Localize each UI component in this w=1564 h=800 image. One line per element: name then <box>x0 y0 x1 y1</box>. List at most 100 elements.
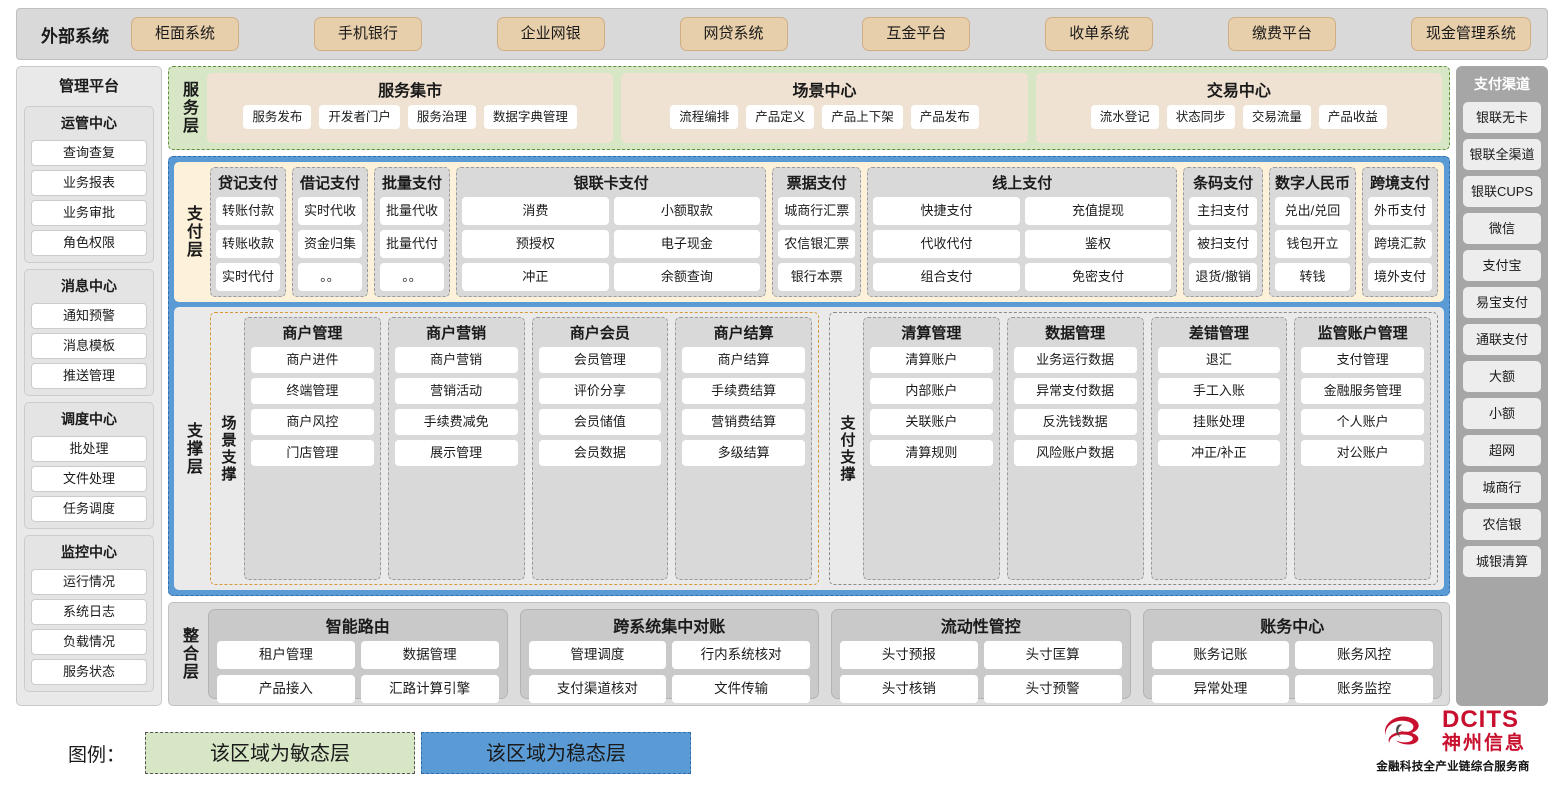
payment-cell[interactable]: 批量代付 <box>380 230 445 258</box>
integration-cell[interactable]: 账务监控 <box>1295 675 1433 703</box>
service-chip[interactable]: 服务发布 <box>243 105 312 129</box>
payment-cell[interactable]: 转钱 <box>1274 263 1350 291</box>
service-chip[interactable]: 流程编排 <box>670 105 739 129</box>
payment-cell[interactable]: 组合支付 <box>873 263 1020 291</box>
support-item[interactable]: 手续费结算 <box>682 378 805 404</box>
support-item[interactable]: 业务运行数据 <box>1013 347 1137 373</box>
payment-cell[interactable]: 电子现金 <box>613 230 761 258</box>
payment-cell[interactable]: 境外支付 <box>1367 263 1432 291</box>
payment-channel-item[interactable]: 农信银 <box>1463 509 1541 540</box>
management-item[interactable]: 通知预警 <box>31 303 147 329</box>
external-system-chip[interactable]: 网贷系统 <box>679 17 788 51</box>
support-item[interactable]: 评价分享 <box>538 378 662 404</box>
support-item[interactable]: 清算规则 <box>870 440 993 466</box>
payment-cell[interactable]: 冲正 <box>462 263 609 291</box>
service-chip[interactable]: 产品定义 <box>746 105 815 129</box>
service-chip[interactable]: 产品发布 <box>910 105 979 129</box>
support-item[interactable]: 营销费结算 <box>682 409 805 435</box>
integration-cell[interactable]: 产品接入 <box>217 675 355 703</box>
payment-cell[interactable]: 鉴权 <box>1024 230 1172 258</box>
external-system-chip[interactable]: 现金管理系统 <box>1410 17 1531 51</box>
support-item[interactable]: 清算账户 <box>870 347 993 373</box>
service-chip[interactable]: 状态同步 <box>1166 105 1235 129</box>
payment-channel-item[interactable]: 银联CUPS <box>1463 176 1541 207</box>
external-system-chip[interactable]: 手机银行 <box>313 17 422 51</box>
payment-cell[interactable]: 小额取款 <box>613 197 761 225</box>
support-item[interactable]: 会员储值 <box>538 409 662 435</box>
support-item[interactable]: 反洗钱数据 <box>1013 409 1137 435</box>
support-item[interactable]: 挂账处理 <box>1157 409 1281 435</box>
integration-cell[interactable]: 汇路计算引擎 <box>360 675 499 703</box>
payment-cell[interactable]: 主扫支付 <box>1189 197 1257 225</box>
service-chip[interactable]: 服务治理 <box>407 105 476 129</box>
external-system-chip[interactable]: 企业网银 <box>496 17 605 51</box>
payment-cell[interactable]: 被扫支付 <box>1189 230 1257 258</box>
support-item[interactable]: 手续费减免 <box>394 409 518 435</box>
support-item[interactable]: 支付管理 <box>1301 347 1424 373</box>
service-chip[interactable]: 开发者门户 <box>319 105 400 129</box>
payment-cell[interactable]: 兑出/兑回 <box>1274 197 1350 225</box>
external-system-chip[interactable]: 互金平台 <box>862 17 971 51</box>
integration-cell[interactable]: 数据管理 <box>360 641 499 669</box>
payment-cell[interactable]: 资金归集 <box>298 230 363 258</box>
support-item[interactable]: 风险账户数据 <box>1013 440 1137 466</box>
external-system-chip[interactable]: 收单系统 <box>1045 17 1154 51</box>
payment-channel-item[interactable]: 城商行 <box>1463 472 1541 503</box>
payment-cell[interactable]: 实时代收 <box>298 197 363 225</box>
support-item[interactable]: 商户进件 <box>251 347 374 373</box>
payment-cell[interactable]: 免密支付 <box>1024 263 1172 291</box>
integration-cell[interactable]: 管理调度 <box>528 641 667 669</box>
support-item[interactable]: 手工入账 <box>1157 378 1281 404</box>
payment-cell[interactable]: 外币支付 <box>1367 197 1432 225</box>
management-item[interactable]: 批处理 <box>31 436 147 462</box>
payment-cell[interactable]: 。。 <box>380 263 445 291</box>
management-item[interactable]: 服务状态 <box>31 659 147 685</box>
support-item[interactable]: 商户风控 <box>251 409 374 435</box>
payment-channel-item[interactable]: 银联全渠道 <box>1463 139 1541 170</box>
support-item[interactable]: 门店管理 <box>251 440 374 466</box>
payment-cell[interactable]: 。。 <box>298 263 363 291</box>
payment-channel-item[interactable]: 易宝支付 <box>1463 287 1541 318</box>
management-item[interactable]: 查询查复 <box>31 140 147 166</box>
integration-cell[interactable]: 头寸匡算 <box>983 641 1122 669</box>
payment-cell[interactable]: 城商行汇票 <box>778 197 856 225</box>
external-system-chip[interactable]: 缴费平台 <box>1228 17 1337 51</box>
management-item[interactable]: 运行情况 <box>31 569 147 595</box>
external-system-chip[interactable]: 柜面系统 <box>131 17 239 51</box>
payment-cell[interactable]: 预授权 <box>462 230 609 258</box>
payment-channel-item[interactable]: 超网 <box>1463 435 1541 466</box>
integration-cell[interactable]: 头寸核销 <box>840 675 978 703</box>
service-chip[interactable]: 数据字典管理 <box>483 105 577 129</box>
payment-cell[interactable]: 转账收款 <box>216 230 281 258</box>
payment-cell[interactable]: 消费 <box>462 197 609 225</box>
management-item[interactable]: 推送管理 <box>31 363 147 389</box>
support-item[interactable]: 个人账户 <box>1301 409 1424 435</box>
payment-cell[interactable]: 转账付款 <box>216 197 281 225</box>
support-item[interactable]: 会员数据 <box>538 440 662 466</box>
payment-cell[interactable]: 退货/撤销 <box>1189 263 1257 291</box>
management-item[interactable]: 系统日志 <box>31 599 147 625</box>
integration-cell[interactable]: 账务记账 <box>1151 641 1290 669</box>
payment-cell[interactable]: 银行本票 <box>778 263 856 291</box>
payment-channel-item[interactable]: 小额 <box>1463 398 1541 429</box>
service-chip[interactable]: 流水登记 <box>1090 105 1159 129</box>
payment-channel-item[interactable]: 大额 <box>1463 361 1541 392</box>
support-item[interactable]: 冲正/补正 <box>1157 440 1281 466</box>
integration-cell[interactable]: 租户管理 <box>217 641 355 669</box>
support-item[interactable]: 金融服务管理 <box>1301 378 1424 404</box>
integration-cell[interactable]: 支付渠道核对 <box>528 675 667 703</box>
payment-channel-item[interactable]: 微信 <box>1463 213 1541 244</box>
payment-channel-item[interactable]: 城银清算 <box>1463 546 1541 577</box>
management-item[interactable]: 业务审批 <box>31 200 147 226</box>
payment-cell[interactable]: 充值提现 <box>1024 197 1172 225</box>
service-chip[interactable]: 产品收益 <box>1318 105 1387 129</box>
support-item[interactable]: 多级结算 <box>682 440 805 466</box>
payment-channel-item[interactable]: 银联无卡 <box>1463 102 1541 133</box>
management-item[interactable]: 负载情况 <box>31 629 147 655</box>
support-item[interactable]: 商户营销 <box>394 347 518 373</box>
support-item[interactable]: 展示管理 <box>394 440 518 466</box>
support-item[interactable]: 异常支付数据 <box>1013 378 1137 404</box>
support-item[interactable]: 退汇 <box>1157 347 1281 373</box>
support-item[interactable]: 会员管理 <box>538 347 662 373</box>
integration-cell[interactable]: 头寸预警 <box>983 675 1122 703</box>
